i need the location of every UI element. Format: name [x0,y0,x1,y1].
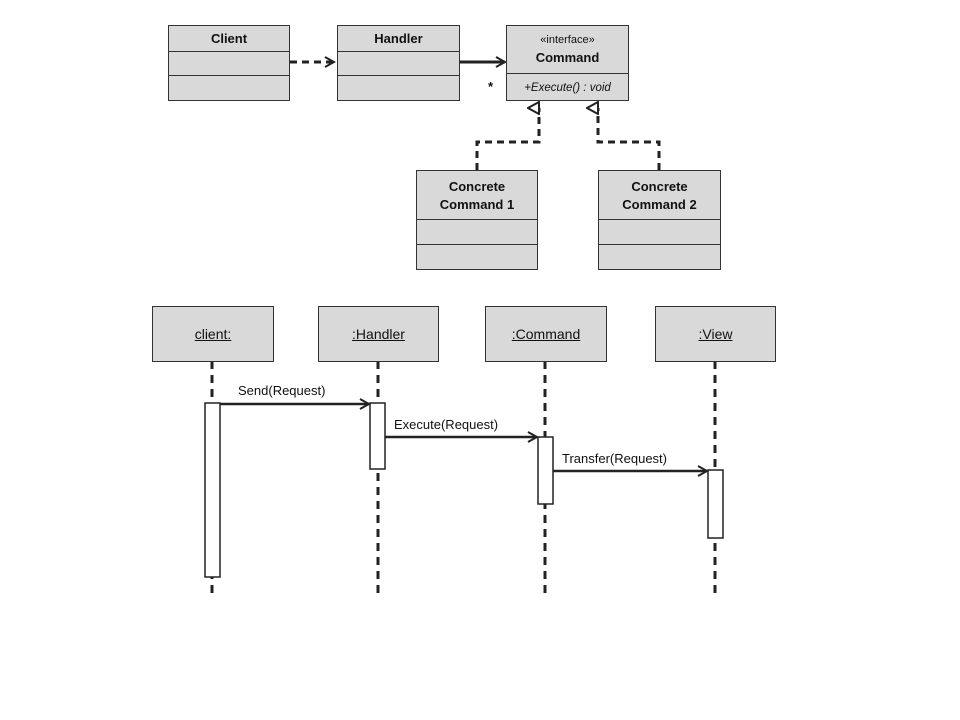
class-concrete1-attributes [417,220,537,245]
class-handler-name: Handler [338,26,459,52]
class-command: «interface» Command +Execute() : void [506,25,629,101]
class-client-name: Client [169,26,289,52]
message-transfer-label: Transfer(Request) [562,451,667,466]
activation-view [707,469,724,539]
class-client: Client [168,25,290,101]
class-handler-attributes [338,52,459,76]
lifeline-head-view: :View [655,306,776,362]
class-client-attributes [169,52,289,76]
class-concrete1-name: Concrete Command 1 [417,171,537,220]
realization-concrete1 [475,108,541,170]
class-command-operation: +Execute() : void [524,82,611,94]
message-send-label: Send(Request) [238,383,326,398]
realization-concrete2 [598,108,661,170]
class-concrete-command-1: Concrete Command 1 [416,170,538,270]
lifeline-head-handler: :Handler [318,306,439,362]
multiplicity-label: * [488,79,494,94]
class-concrete2-name: Concrete Command 2 [599,171,720,220]
activation-command [537,436,554,505]
activation-handler [369,402,386,470]
lifeline-head-command: :Command [485,306,607,362]
class-concrete-command-2: Concrete Command 2 [598,170,721,270]
class-concrete2-attributes [599,220,720,245]
class-command-stereotype: «interface» [540,34,595,46]
class-handler: Handler [337,25,460,101]
activation-client [204,402,221,578]
class-command-name: «interface» Command [507,26,628,74]
message-execute-label: Execute(Request) [394,417,499,432]
lifeline-head-client: client: [152,306,274,362]
